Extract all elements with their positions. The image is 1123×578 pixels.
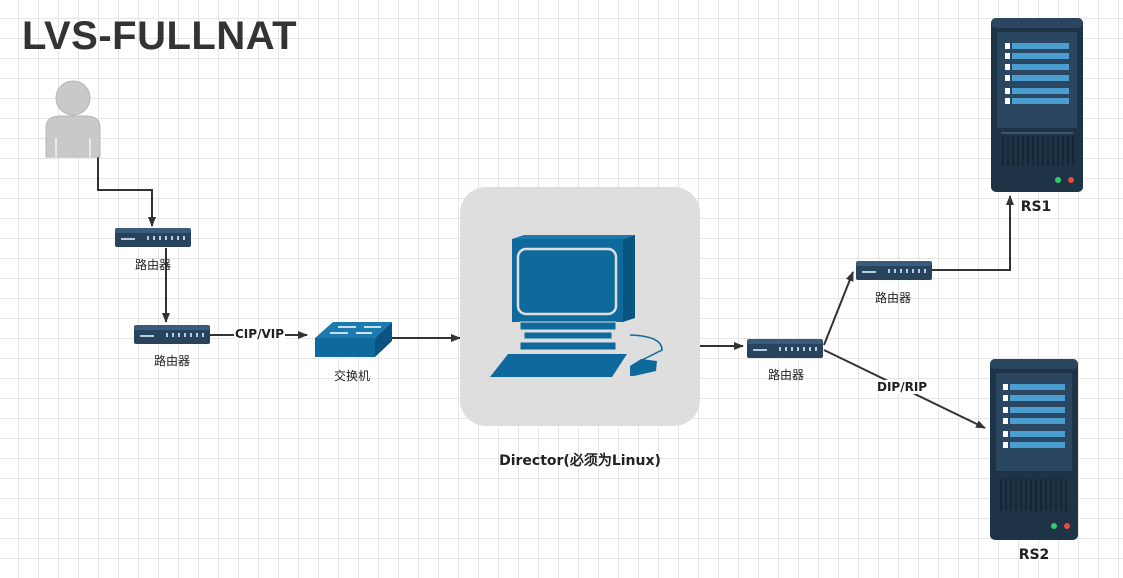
router-icon [134,325,210,344]
user-icon [45,80,101,158]
diagram-title: LVS-FULLNAT [22,14,298,58]
director-node [460,187,700,426]
router-icon [115,228,191,247]
router3-label: 路由器 [767,368,805,382]
router1-label: 路由器 [134,258,172,272]
switch-icon [315,322,392,357]
rs2-label: RS2 [1018,547,1050,563]
edge-user-router1 [97,152,156,227]
router-icon [856,261,932,280]
router2-label: 路由器 [153,354,191,368]
edge-router3-router4 [823,271,854,346]
router-icon [747,339,823,358]
server-icon [990,359,1078,540]
switch-label: 交换机 [333,369,371,383]
director-label: Director(必须为Linux) [499,453,661,469]
edge-router4-rs1 [932,195,1014,271]
edge-label-cip-vip: CIP/VIP [234,327,285,341]
rs1-label: RS1 [1020,199,1052,215]
server-icon [991,18,1083,192]
edge-label-dip-rip: DIP/RIP [876,380,929,394]
computer-icon [490,235,663,377]
router4-label: 路由器 [874,291,912,305]
